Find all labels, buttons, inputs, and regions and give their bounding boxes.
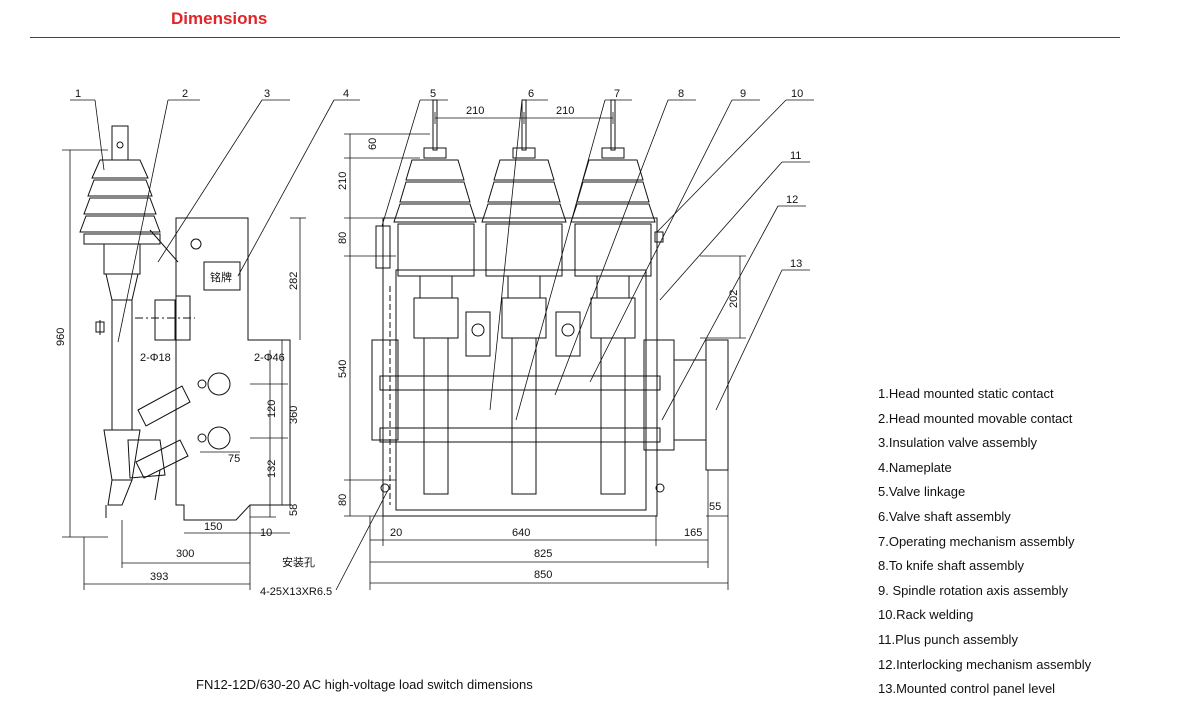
dim-60: 60 — [367, 138, 379, 150]
legend-item: 13.Mounted control panel level — [878, 681, 1056, 697]
callout-9: 9 — [740, 88, 746, 100]
parts-legend: 1.Head mounted static contact 2.Head mou… — [878, 385, 1091, 705]
callout-8: 8 — [678, 88, 684, 100]
callout-4: 4 — [343, 88, 349, 100]
dim-58: 58 — [288, 504, 300, 516]
side-view — [79, 125, 291, 521]
dim-150: 150 — [204, 521, 222, 533]
dim-640: 640 — [512, 527, 530, 539]
dim-132: 132 — [266, 460, 278, 478]
legend-item: 6.Valve shaft assembly — [878, 508, 1011, 524]
callout-7: 7 — [614, 88, 620, 100]
dim-20: 20 — [390, 527, 402, 539]
leader-lines — [70, 99, 814, 591]
legend-item: 9. Spindle rotation axis assembly — [878, 582, 1069, 598]
title-divider — [30, 37, 1120, 38]
dim-55: 55 — [709, 501, 721, 513]
legend-item: 8.To knife shaft assembly — [878, 558, 1024, 574]
legend-item: 5.Valve linkage — [878, 484, 966, 500]
callout-12: 12 — [786, 194, 798, 206]
dim-2-phi-18: 2-Φ18 — [140, 352, 171, 364]
dim-210-right: 210 — [556, 105, 574, 117]
legend-item: 11.Plus punch assembly — [878, 631, 1018, 647]
legend-item: 3.Insulation valve assembly — [878, 435, 1037, 451]
dim-210-left: 210 — [466, 105, 484, 117]
legend-item: 12.Interlocking mechanism assembly — [878, 656, 1092, 672]
dim-75: 75 — [228, 453, 240, 465]
callout-11: 11 — [790, 150, 801, 162]
dim-540: 540 — [337, 360, 349, 378]
dim-393: 393 — [150, 571, 168, 583]
legend-item: 10.Rack welding — [878, 607, 974, 623]
dim-80-bottom: 80 — [337, 494, 349, 506]
callout-13: 13 — [790, 258, 802, 270]
dim-360: 360 — [288, 406, 300, 424]
dim-80-top: 80 — [337, 232, 349, 244]
section-title: Dimensions — [171, 9, 268, 28]
dim-210-vertical: 210 — [337, 172, 349, 190]
front-view — [371, 99, 729, 517]
dim-960: 960 — [55, 328, 67, 346]
mounting-hole-label: 安装孔 — [282, 555, 315, 569]
insulator-right — [570, 99, 656, 495]
dim-282: 282 — [288, 272, 300, 290]
callout-numbers: 1 2 3 4 5 6 7 8 9 10 11 12 13 — [75, 88, 803, 270]
insulator-left — [393, 99, 477, 495]
dim-165: 165 — [684, 527, 702, 539]
drawing-caption: FN12-12D/630-20 AC high-voltage load swi… — [196, 677, 533, 692]
insulator-middle — [481, 99, 567, 495]
legend-item: 4.Nameplate — [878, 459, 952, 475]
dim-850: 850 — [534, 569, 552, 581]
dimension-labels: 960 282 2-Φ18 2-Φ46 120 360 75 132 58 15… — [55, 105, 740, 598]
callout-1: 1 — [75, 88, 81, 100]
legend-item: 2.Head mounted movable contact — [878, 410, 1073, 426]
dimension-lines — [62, 112, 746, 590]
callout-6: 6 — [528, 88, 534, 100]
nameplate-label: 铭牌 — [210, 270, 232, 284]
callout-2: 2 — [182, 88, 188, 100]
legend-item: 1.Head mounted static contact — [878, 386, 1054, 401]
mounting-hole-spec: 4-25X13XR6.5 — [260, 586, 332, 598]
legend-item: 7.Operating mechanism assembly — [878, 533, 1075, 549]
dim-10: 10 — [260, 527, 272, 539]
dim-120: 120 — [266, 400, 278, 418]
dim-300: 300 — [176, 548, 194, 560]
callout-10: 10 — [791, 88, 803, 100]
dim-202: 202 — [728, 290, 740, 308]
dim-825: 825 — [534, 548, 552, 560]
callout-3: 3 — [264, 88, 270, 100]
callout-5: 5 — [430, 88, 436, 100]
dim-2-phi-46: 2-Φ46 — [254, 352, 285, 364]
